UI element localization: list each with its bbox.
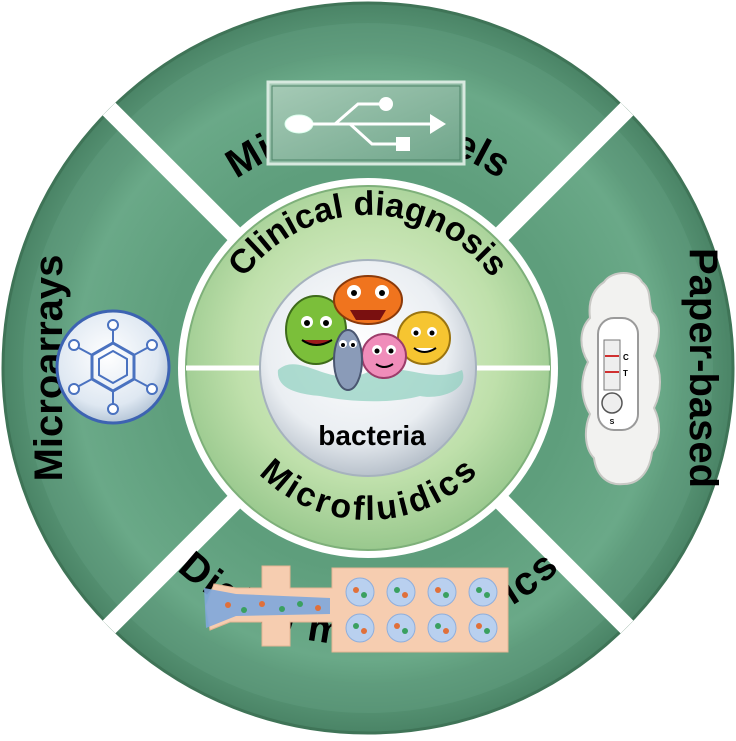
grey-bacterium-icon bbox=[333, 329, 363, 391]
divider-top-left bbox=[102, 102, 259, 259]
test-line-mark: T bbox=[623, 369, 628, 378]
divider-bottom-right bbox=[477, 477, 634, 634]
pink-bacterium-icon bbox=[361, 333, 407, 379]
control-line-mark: C bbox=[623, 353, 629, 362]
yellow-bacterium-icon bbox=[397, 311, 451, 365]
usb-icon bbox=[266, 80, 466, 166]
droplet-array bbox=[345, 577, 498, 643]
paper-test-strip-icon: C T S bbox=[580, 272, 661, 486]
orange-bacterium-icon bbox=[333, 275, 403, 325]
bacteria-disc: bacteria bbox=[259, 259, 477, 477]
divider-top-right bbox=[477, 102, 634, 259]
paper-based-label: Paper-based bbox=[681, 248, 725, 488]
microarray-hexagon-icon bbox=[55, 309, 171, 425]
bacteria-label: bacteria bbox=[318, 420, 426, 451]
divider-bottom-left bbox=[102, 477, 259, 634]
sample-well-mark: S bbox=[610, 419, 615, 426]
digital-microfluidics-chip-icon bbox=[204, 565, 509, 653]
green-bacterium-icon bbox=[285, 295, 347, 365]
